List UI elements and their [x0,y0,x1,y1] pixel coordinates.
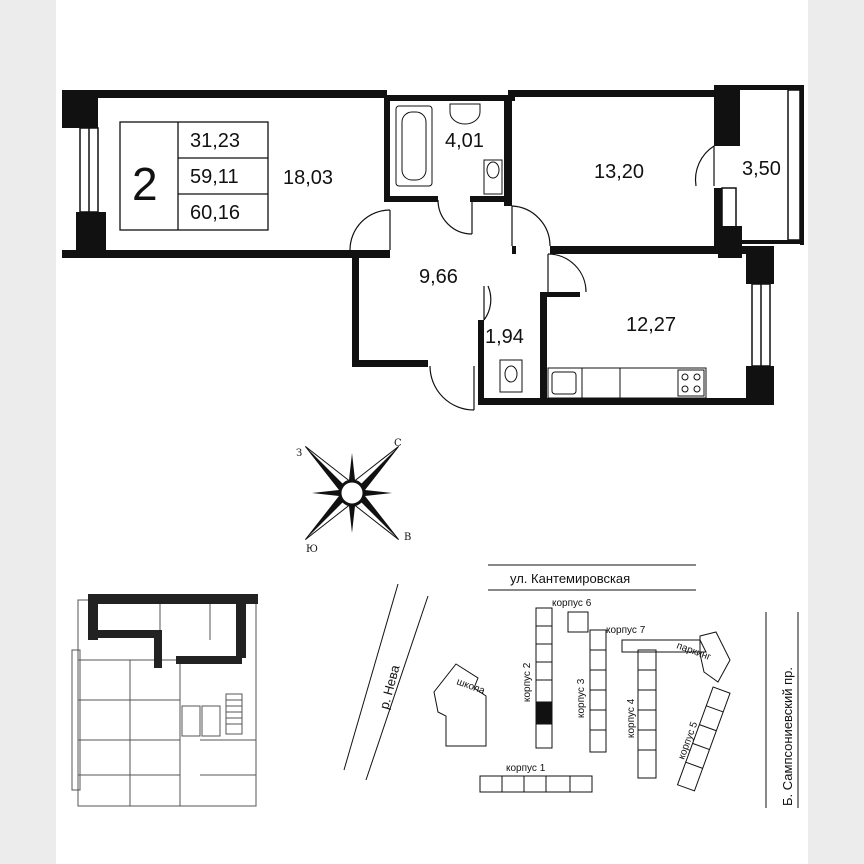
hall-area: 9,66 [419,266,458,288]
bathroom-area: 4,01 [445,130,484,152]
bathtub-icon [395,105,433,187]
school-building [433,663,487,747]
area-with-balcony: 60,16 [190,202,240,224]
kitchen-area: 12,27 [626,314,676,336]
korpus-2-label: корпус 2 [522,662,533,702]
room-count: 2 [132,158,158,210]
fixtures [395,103,707,399]
living-room-area: 18,03 [283,167,333,189]
building-korpus-2 [535,607,553,749]
toilet-icon-2 [499,359,523,393]
river-neva: р. Нева [376,663,402,711]
building-korpus-4 [637,649,657,779]
compass-south: Ю [306,544,318,555]
korpus-5-label: корпус 5 [676,720,700,761]
street-sampsonievsky: Б. Сампсониевский пр. [780,667,795,806]
korpus-1-label: корпус 1 [506,763,546,774]
compass-north: С [394,438,402,449]
summary-box [119,121,269,231]
korpus-4-label: корпус 4 [626,698,637,738]
balcony-area: 3,50 [742,158,781,180]
kitchen-sink-icon [551,371,577,395]
korpus-6-label: корпус 6 [552,598,592,609]
compass-east: В [404,532,411,543]
toilet-icon [483,159,503,195]
site-plan [343,564,799,808]
korpus-3-label: корпус 3 [576,678,587,718]
compass-west: З [296,448,302,459]
building-korpus-5 [676,686,731,792]
living-area: 31,23 [190,130,240,152]
windows [79,89,801,367]
doors [349,145,715,411]
bedroom-area: 13,20 [594,161,644,183]
floor-key-plan [71,594,258,807]
parking-label: паркинг [675,640,713,663]
sink-icon [449,103,481,125]
building-korpus-7 [621,631,731,683]
apartment-walls [62,85,804,405]
compass-rose-icon [304,445,400,541]
kitchen-counter [547,367,707,399]
building-korpus-3 [567,611,607,753]
street-kantemirovskaya: ул. Кантемировская [510,571,630,586]
building-korpus-1 [479,775,593,793]
total-area: 59,11 [190,166,239,188]
stove-icon [677,369,705,397]
korpus-7-label: корпус 7 [606,625,646,636]
toilet-area: 1,94 [485,326,524,348]
school-label: школа [455,676,487,696]
